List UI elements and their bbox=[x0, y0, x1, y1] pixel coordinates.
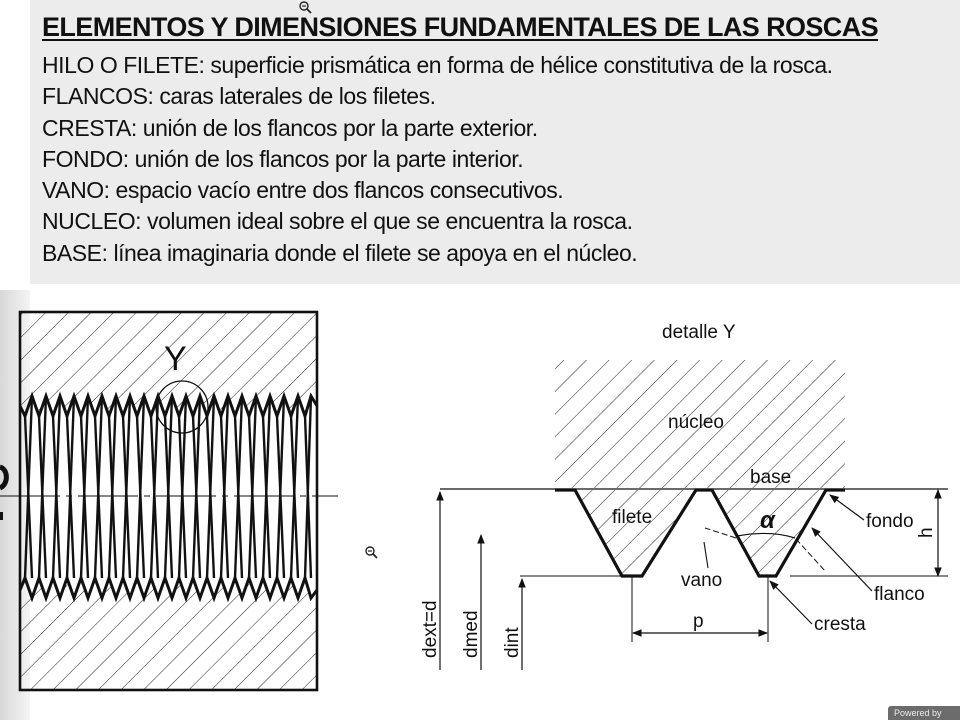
cresta-leader bbox=[769, 580, 813, 625]
definition-base: BASE: línea imaginaria donde el filete s… bbox=[42, 239, 638, 266]
definition-vano: VANO: espacio vacío entre dos flancos co… bbox=[42, 177, 564, 204]
label-p: p bbox=[693, 611, 704, 632]
definition-cresta: CRESTA: unión de los flancos por la part… bbox=[42, 114, 538, 141]
detail-thread-profile bbox=[555, 488, 845, 578]
definitions-panel bbox=[30, 0, 960, 284]
lower-thread-profile bbox=[18, 573, 319, 603]
definition-flancos: FLANCOS: caras laterales de los filetes. bbox=[42, 83, 436, 110]
definition-nucleo: NUCLEO: volumen ideal sobre el que se en… bbox=[42, 208, 633, 235]
vano-leader bbox=[703, 541, 709, 569]
powered-by-badge[interactable]: Powered by bbox=[888, 706, 960, 720]
upper-hatched-region bbox=[20, 312, 317, 416]
fondo-leader bbox=[829, 494, 865, 521]
label-dmed: dmed bbox=[461, 610, 482, 658]
angle-ext-right bbox=[795, 538, 827, 573]
angle-arc bbox=[736, 532, 796, 539]
bolt-outline bbox=[18, 310, 319, 692]
zoom-out-icon[interactable] bbox=[364, 545, 378, 559]
flanco-leader bbox=[811, 527, 873, 592]
label-filete: filete bbox=[612, 507, 652, 528]
definitions-list: HILO O FILETE: superficie prismática en … bbox=[42, 50, 833, 269]
detail-y-view: detalle Y núcleo base filete α fondo h v… bbox=[420, 322, 948, 670]
label-fondo: fondo bbox=[866, 511, 914, 532]
cropped-left-shape bbox=[0, 464, 9, 491]
cropped-left-mark bbox=[0, 512, 3, 520]
label-dext: dext=d bbox=[420, 600, 441, 658]
label-h: h bbox=[916, 527, 937, 538]
label-base: base bbox=[750, 467, 791, 488]
core-hatched-region bbox=[555, 360, 845, 488]
thread-hatched-region bbox=[575, 490, 696, 576]
definition-fondo: FONDO: unión de los flancos por la parte… bbox=[42, 145, 524, 172]
page-title: ELEMENTOS Y DIMENSIONES FUNDAMENTALES DE… bbox=[42, 12, 879, 42]
label-cresta: cresta bbox=[814, 614, 866, 635]
detail-circle bbox=[155, 380, 209, 434]
label-vano: vano bbox=[681, 570, 722, 591]
detail-marker-label: Y bbox=[164, 340, 187, 378]
definition-hilo: HILO O FILETE: superficie prismática en … bbox=[42, 52, 833, 78]
thread-lines bbox=[23, 395, 313, 579]
label-dint: dint bbox=[502, 627, 523, 658]
zoom-out-icon[interactable] bbox=[298, 0, 312, 14]
angle-ext-left bbox=[704, 527, 737, 539]
bolt-section-view: Y bbox=[0, 310, 338, 692]
label-nucleo: núcleo bbox=[668, 412, 724, 433]
lower-hatched-region bbox=[20, 578, 317, 690]
detail-title: detalle Y bbox=[662, 322, 736, 343]
label-alpha: α bbox=[760, 507, 776, 534]
label-flanco: flanco bbox=[874, 584, 925, 605]
thread-diagram: Y detalle Y núcleo base filete α fondo h… bbox=[0, 310, 948, 692]
